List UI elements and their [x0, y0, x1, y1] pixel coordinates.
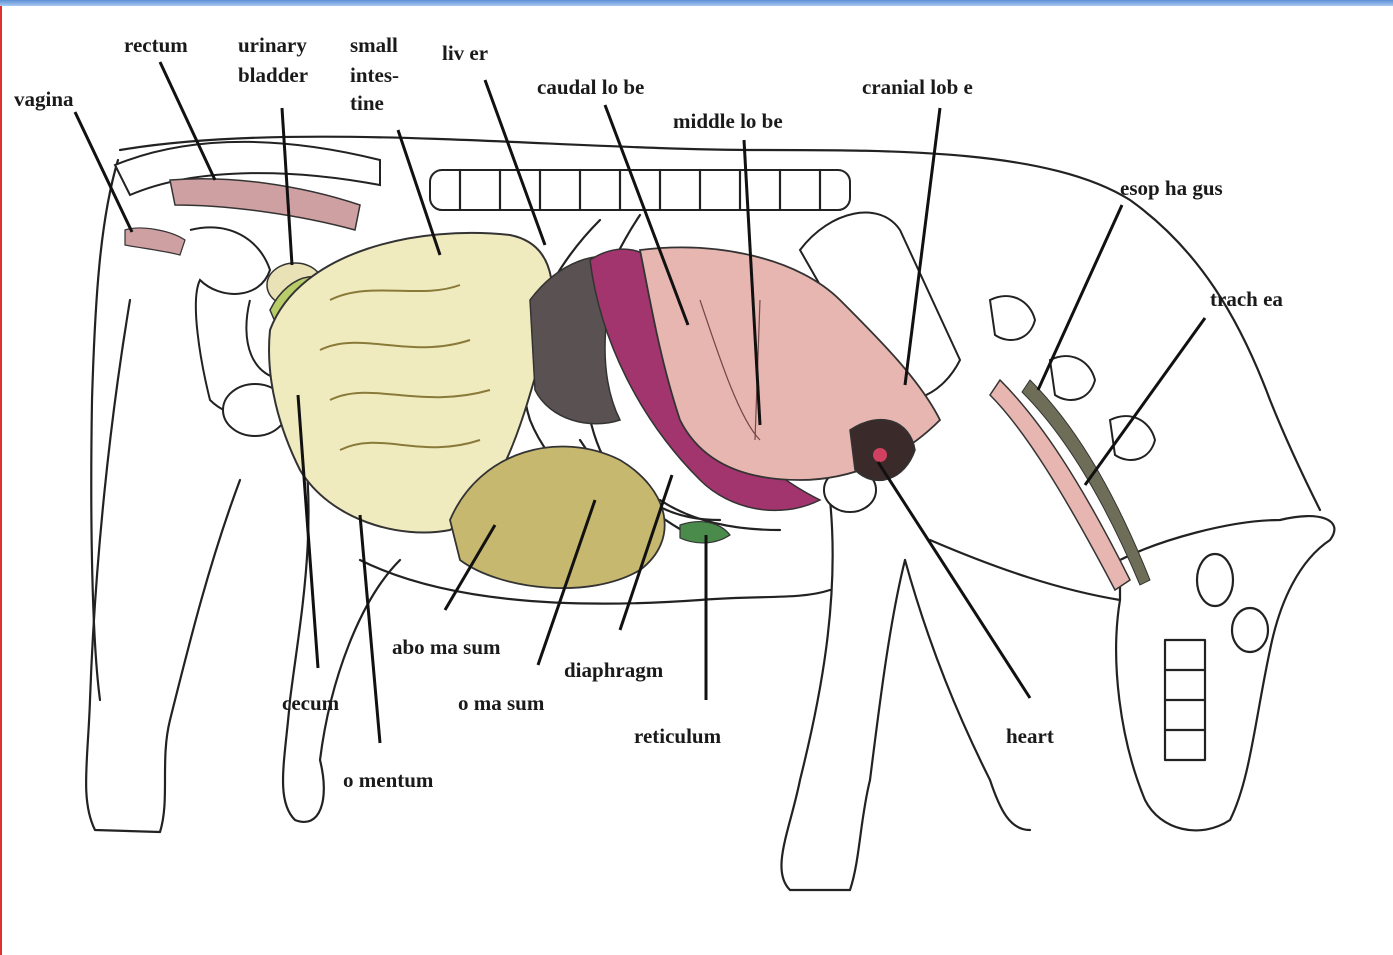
- label-urinary-bladder-line1: urinary: [238, 33, 307, 57]
- leader-liver: [485, 80, 545, 245]
- label-abomasum: abo ma sum: [392, 635, 501, 659]
- leader-trachea: [1085, 318, 1205, 485]
- label-cecum: cecum: [282, 691, 340, 715]
- leader-omentum: [360, 515, 380, 743]
- label-small-intestine-line2: intes-: [350, 63, 399, 87]
- label-esophagus: esop ha gus: [1120, 176, 1223, 200]
- label-urinary-bladder-line2: bladder: [238, 63, 308, 87]
- label-rectum: rectum: [124, 33, 188, 57]
- label-omentum: o mentum: [343, 768, 434, 792]
- vagina-organ: [125, 228, 185, 255]
- label-caudal-lobe: caudal lo be: [537, 75, 644, 99]
- label-reticulum: reticulum: [634, 724, 722, 748]
- label-diaphragm: diaphragm: [564, 658, 664, 682]
- label-heart: heart: [1006, 724, 1054, 748]
- label-trachea: trach ea: [1210, 287, 1283, 311]
- label-small-intestine-line1: small: [350, 33, 398, 57]
- label-omasum: o ma sum: [458, 691, 545, 715]
- label-vagina: vagina: [14, 87, 74, 111]
- label-liver: liv er: [442, 41, 488, 65]
- label-small-intestine-line3: tine: [350, 91, 384, 115]
- trachea-organ: [990, 380, 1130, 590]
- organs: [125, 179, 1150, 590]
- label-cranial-lobe: cranial lob e: [862, 75, 973, 99]
- rectum-organ: [170, 179, 360, 230]
- label-middle-lobe: middle lo be: [673, 109, 783, 133]
